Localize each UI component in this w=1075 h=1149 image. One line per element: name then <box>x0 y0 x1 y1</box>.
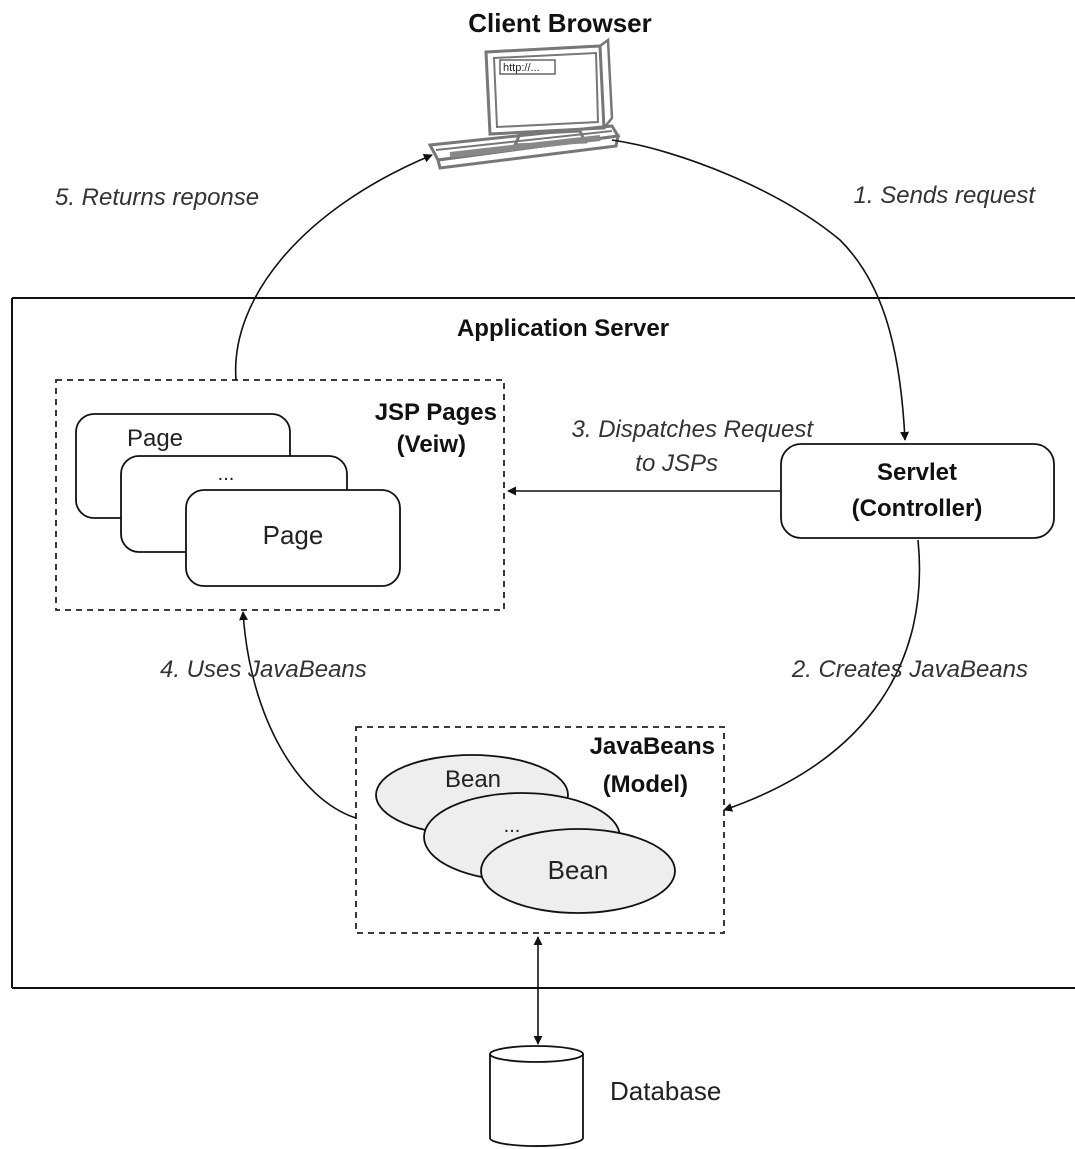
arrow-creates-javabeans <box>723 539 921 812</box>
step-5-label: 5. Returns reponse <box>55 184 259 211</box>
arrow-sends-request <box>611 139 910 441</box>
step-3-label-line2: to JSPs <box>635 450 718 477</box>
application-server-title: Application Server <box>457 315 669 342</box>
step-2-label: 2. Creates JavaBeans <box>791 656 1028 683</box>
arrow-uses-javabeans <box>239 611 357 819</box>
javabeans-model-subtitle: (Model) <box>603 771 688 798</box>
page-card-back-label: Page <box>127 425 183 452</box>
page-card-front <box>185 489 401 587</box>
client-browser-title: Client Browser <box>468 8 652 38</box>
jsp-view-subtitle: (Veiw) <box>397 431 466 458</box>
page-card-middle-label: ... <box>218 463 235 485</box>
screen-url-text: http://... <box>503 62 540 74</box>
computer-icon <box>427 37 621 170</box>
javabeans-title: JavaBeans <box>590 733 715 760</box>
servlet-subtitle: (Controller) <box>852 495 983 522</box>
arrow-returns-response <box>234 153 433 381</box>
bean-ellipse-front-label: Bean <box>548 855 609 885</box>
bean-ellipse-front <box>480 828 676 914</box>
jsp-pages-box <box>55 379 505 611</box>
bean-ellipse-middle-label: ... <box>504 815 521 837</box>
page-card-front-label: Page <box>263 520 324 550</box>
database-label: Database <box>610 1076 721 1106</box>
jsp-pages-title: JSP Pages <box>375 399 497 426</box>
step-1-label: 1. Sends request <box>854 182 1037 209</box>
step-3-label-line1: 3. Dispatches Request <box>572 416 815 443</box>
servlet-title: Servlet <box>877 459 957 486</box>
database-cylinder-icon <box>489 1045 584 1147</box>
javabeans-box <box>355 726 725 934</box>
bean-ellipse-back-label: Bean <box>445 766 501 793</box>
step-4-label: 4. Uses JavaBeans <box>160 656 367 683</box>
